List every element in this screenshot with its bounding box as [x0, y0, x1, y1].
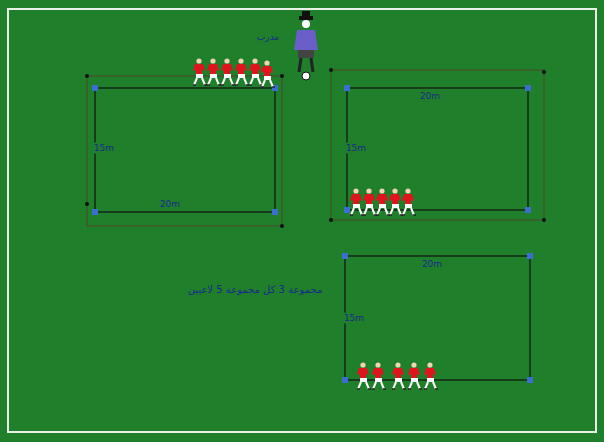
dimension-label: 15m	[345, 143, 367, 154]
coach-label: مدرب	[256, 32, 280, 43]
dimension-label: 15m	[93, 143, 115, 154]
dimension-label: 20m	[421, 259, 443, 270]
dimension-label: 15m	[343, 313, 365, 324]
coach-figure	[294, 11, 318, 80]
outer-zones	[87, 70, 544, 226]
dimension-label: 20m	[419, 91, 441, 102]
player-group	[357, 362, 438, 389]
corner-dots	[85, 68, 546, 228]
player-group	[193, 58, 275, 87]
grid-rectangles	[95, 88, 530, 380]
dimension-label: 20m	[159, 199, 181, 210]
field-border	[8, 9, 596, 432]
cone-markers	[92, 85, 533, 383]
player-group	[350, 188, 416, 215]
note-text: مجموعة 3 كل مجموعة 5 لاعبين	[187, 284, 323, 296]
